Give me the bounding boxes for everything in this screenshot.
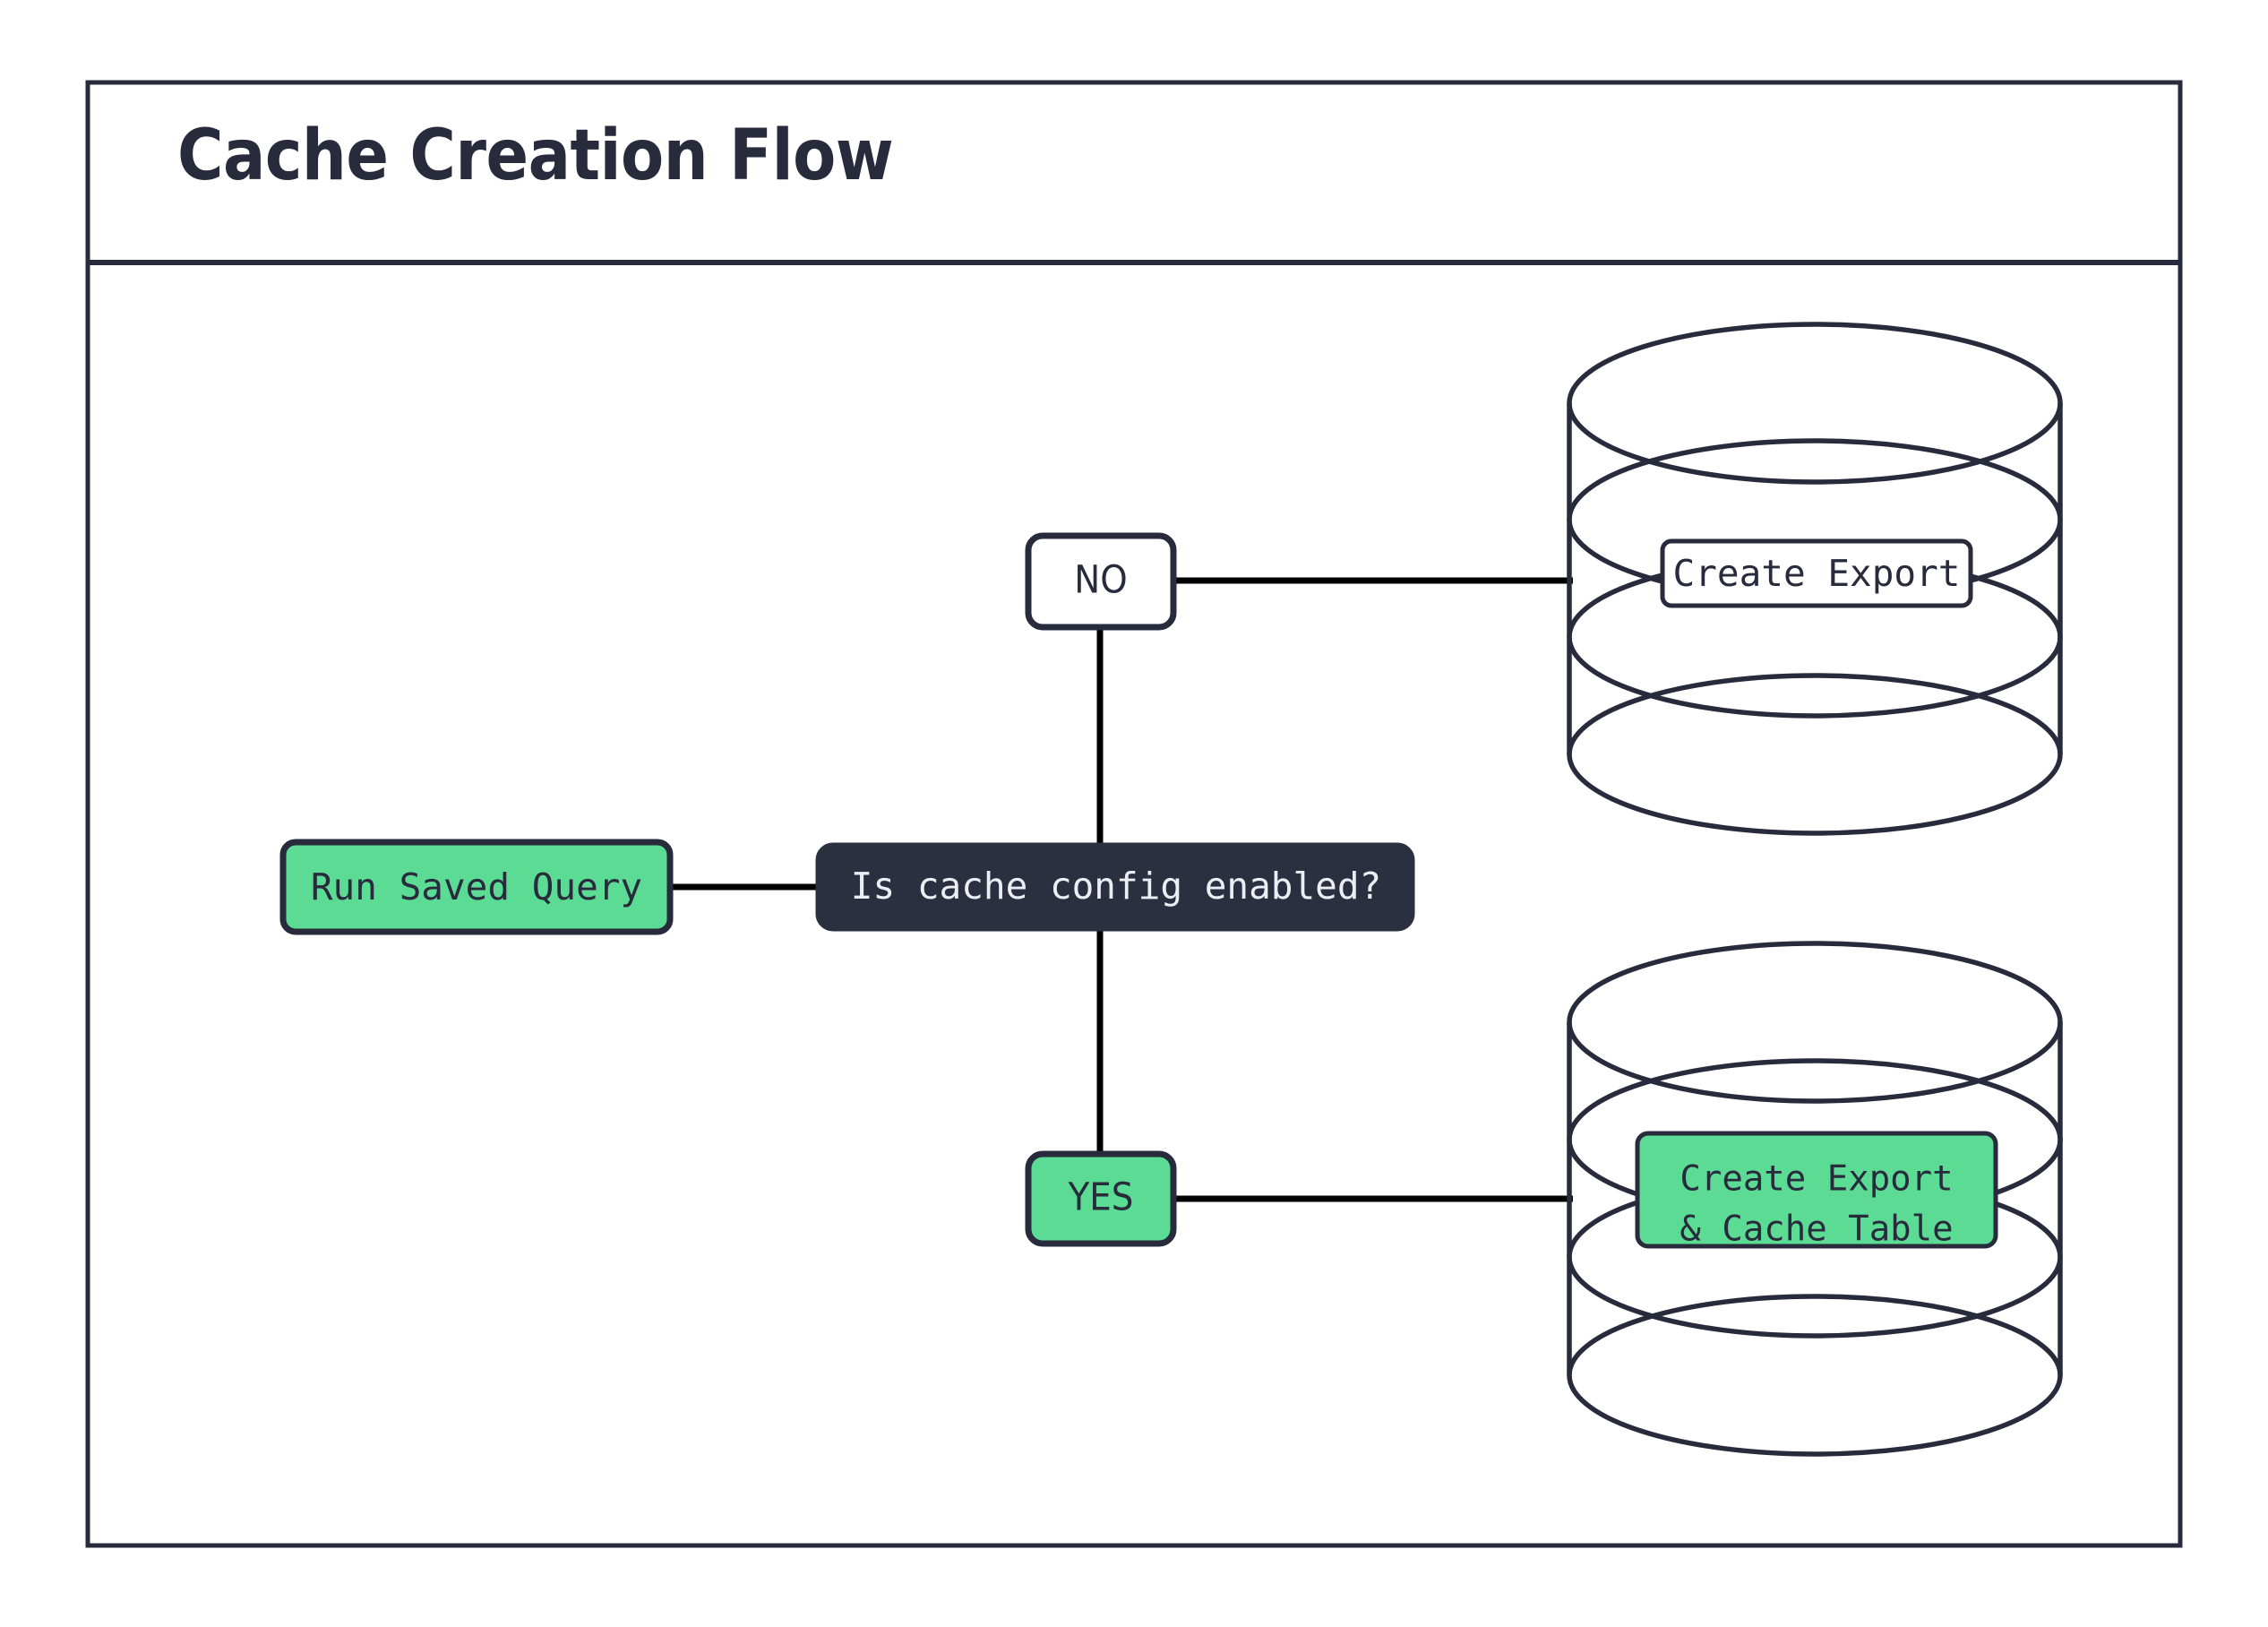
db-bottom-disc-1 xyxy=(1567,941,2063,1104)
branch-yes-label: YES xyxy=(1068,1175,1134,1220)
diagram-frame xyxy=(85,80,2183,1548)
node-branch-yes[interactable]: YES xyxy=(1025,1150,1177,1247)
page-title: Cache Creation Flow xyxy=(177,116,893,196)
branch-yes-box xyxy=(1025,1150,1177,1247)
node-branch-no[interactable]: NO xyxy=(1025,532,1177,631)
node-is-cache-config-enabled[interactable]: Is cache config enabled? xyxy=(815,842,1415,932)
decision-node-box xyxy=(815,842,1415,932)
db-bottom-label-line1: Create Export xyxy=(1680,1159,1953,1200)
db-top-label: Create Export xyxy=(1673,552,1961,595)
start-node-label: Run Saved Query xyxy=(311,865,642,908)
db-bottom-label-box xyxy=(1635,1131,1998,1249)
decision-node-label: Is cache config enabled? xyxy=(851,865,1381,908)
db-top-disc-1 xyxy=(1567,322,2063,485)
db-bottom-disc-4 xyxy=(1567,1294,2063,1457)
database-cylinder-top[interactable]: Create Export xyxy=(1567,322,2063,836)
branch-no-box xyxy=(1025,532,1177,631)
db-bottom-label-line2: & Cache Table xyxy=(1680,1209,1953,1250)
db-top-label-box xyxy=(1660,538,1973,608)
database-cylinder-bottom[interactable]: Create Export & Cache Table xyxy=(1567,941,2063,1457)
branch-no-label: NO xyxy=(1074,558,1127,603)
start-node-box xyxy=(279,839,674,935)
db-top-disc-4 xyxy=(1567,673,2063,836)
node-run-saved-query[interactable]: Run Saved Query xyxy=(279,839,674,935)
